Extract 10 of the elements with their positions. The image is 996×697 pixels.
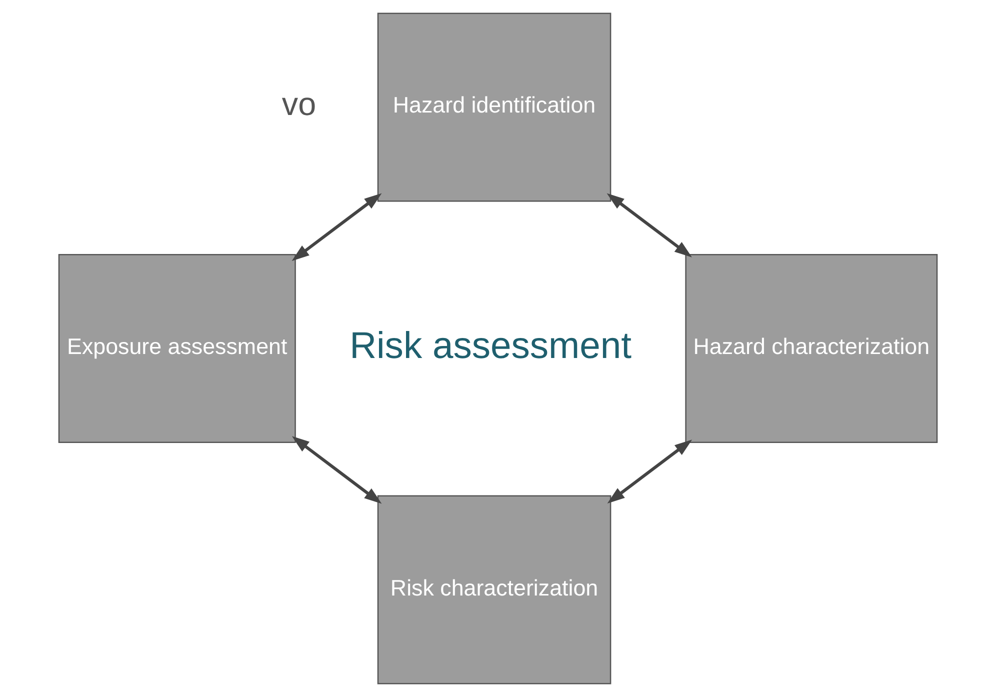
node-box: Hazard identification — [377, 12, 612, 202]
node-box: Risk characterization — [377, 495, 612, 684]
arrow — [292, 193, 382, 261]
arrow — [607, 440, 692, 504]
arrow — [292, 436, 382, 504]
arrow — [606, 193, 692, 258]
node-box: Exposure assessment — [58, 254, 296, 444]
node-box: Hazard characterization — [685, 254, 938, 444]
label: vo — [282, 86, 316, 122]
label: Risk assessment — [350, 324, 632, 366]
